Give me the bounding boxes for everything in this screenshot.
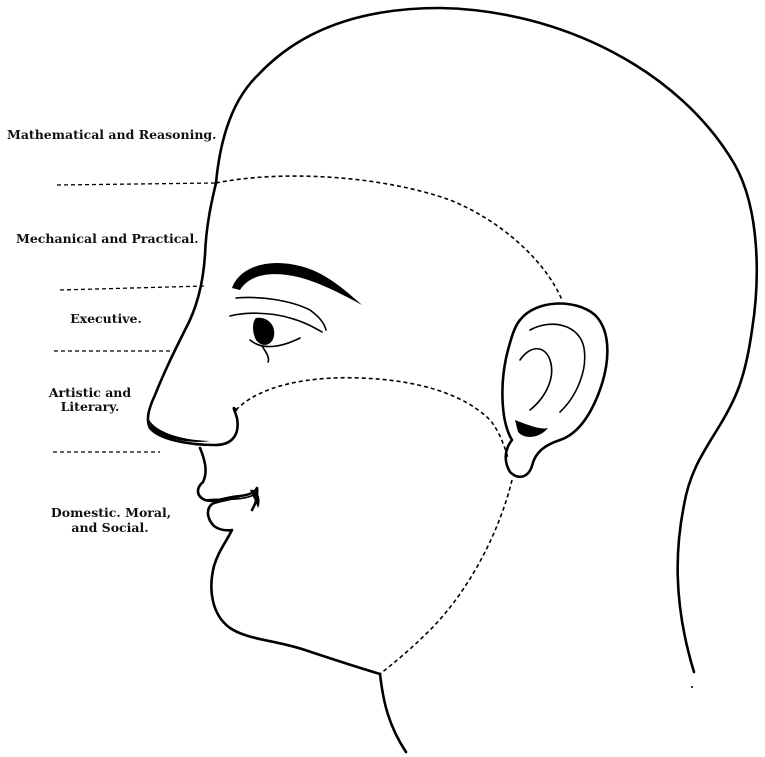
divider-leader-2	[60, 286, 205, 290]
ear-inner-curve	[530, 324, 585, 412]
zone-label-domestic-line2: and Social.	[71, 520, 148, 535]
zone-label-mechanical: Mechanical and Practical.	[16, 231, 199, 246]
nostril-shading	[148, 418, 210, 442]
zone-label-mathematical: Mathematical and Reasoning.	[7, 127, 217, 142]
face-profile-upper	[148, 183, 238, 445]
ear-concha-shading	[515, 420, 548, 437]
divider-leader-1	[57, 183, 216, 185]
eye-iris	[253, 318, 274, 345]
boundary-crown	[216, 176, 562, 300]
face-profile-lower	[198, 448, 406, 752]
eyelid-upper	[230, 313, 322, 332]
ear-antihelix	[520, 349, 552, 410]
zone-label-artistic-line2: Literary.	[61, 399, 120, 414]
boundary-cheek	[236, 378, 508, 458]
print-speck	[691, 686, 693, 688]
eye-crease	[262, 346, 269, 362]
boundary-jaw	[380, 480, 512, 674]
eyebrow	[232, 263, 362, 305]
ear-outline	[502, 304, 607, 477]
zone-label-artistic-line1: Artistic and	[48, 385, 132, 400]
zone-label-executive: Executive.	[70, 311, 142, 326]
zone-label-domestic-line1: Domestic. Moral,	[51, 505, 171, 520]
